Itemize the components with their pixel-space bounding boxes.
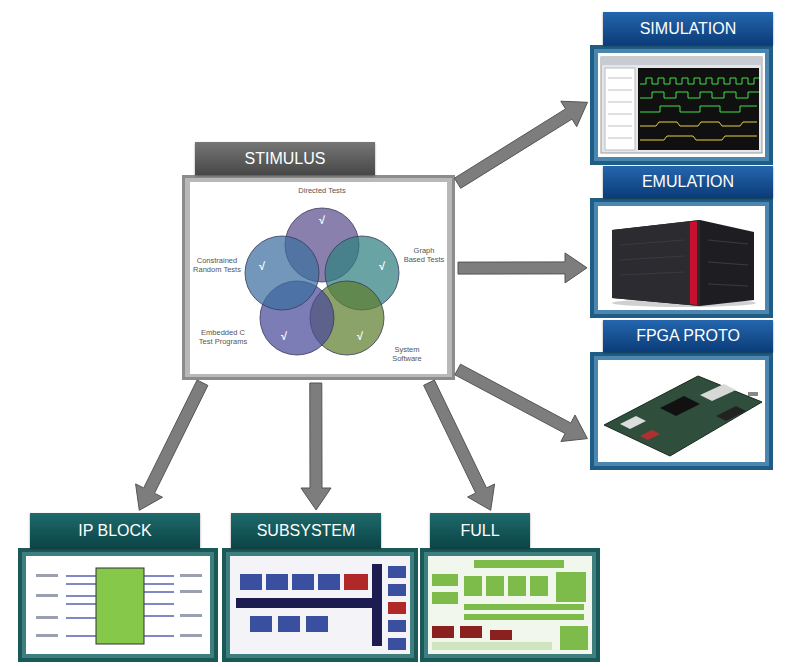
subsystem-frame	[222, 548, 418, 662]
venn-label: Directed Tests	[297, 186, 347, 195]
usb-stick	[748, 392, 758, 396]
platform-panel: EMULATION	[590, 166, 773, 318]
block-arrow	[455, 364, 588, 441]
frame-bevel	[22, 552, 214, 658]
frame-inner	[428, 556, 592, 654]
check-mark: √	[277, 330, 291, 343]
board-component	[640, 430, 660, 440]
system-bus	[236, 598, 376, 608]
bus-waveforms	[640, 122, 757, 140]
panel-header: STIMULUS	[195, 142, 375, 175]
window-toolbar	[601, 57, 762, 65]
platform-panel: FPGA PROTO	[590, 320, 773, 470]
frame-bevel	[185, 178, 452, 377]
check-mark: √	[353, 330, 367, 343]
chip-block-light	[432, 642, 552, 650]
wave-area	[638, 68, 759, 150]
frame-bevel	[594, 356, 769, 466]
cabinet-side	[612, 220, 700, 306]
waveform-window	[601, 57, 762, 153]
frame-outer	[18, 548, 218, 662]
venn-diagram	[245, 208, 399, 355]
frame-outer	[222, 548, 418, 662]
chip-blocks	[432, 560, 588, 650]
cabinet-vents	[620, 240, 748, 286]
bus-block-highlight	[388, 602, 406, 614]
panel-header: SUBSYSTEM	[231, 513, 381, 548]
frame-outer	[420, 548, 600, 662]
frame-bevel	[594, 202, 769, 314]
waveforms	[640, 78, 759, 112]
emulator-cabinet	[612, 220, 754, 306]
frame-outer	[590, 198, 773, 318]
panel-header: EMULATION	[603, 166, 773, 198]
frame-outer	[182, 175, 455, 380]
frame-outer	[590, 352, 773, 470]
frame-inner	[598, 53, 765, 157]
panel-header: FULL	[430, 513, 530, 548]
frame-inner	[598, 206, 765, 310]
venn-label: Constrained Random Tests	[193, 256, 241, 274]
venn-label: Embedded C Test Programs	[194, 328, 252, 346]
panel-header: SIMULATION	[603, 12, 773, 45]
platform-panel: SIMULATION	[590, 12, 773, 165]
chip-blocks-dark	[432, 626, 512, 640]
frame-inner	[26, 556, 210, 654]
frame-bevel	[226, 552, 414, 658]
frame-bevel	[424, 552, 596, 658]
board-connector	[620, 416, 646, 429]
level-panel: SUBSYSTEM	[222, 513, 418, 662]
fpga-board	[604, 376, 762, 456]
block-arrow	[301, 383, 331, 510]
block-arrow	[454, 101, 587, 188]
frame-inner	[190, 182, 447, 374]
venn-label: System Software	[384, 345, 430, 363]
ip-pins	[66, 576, 174, 636]
simulation-frame	[590, 45, 773, 165]
block-arrow	[136, 380, 208, 510]
frame-outer	[590, 45, 773, 165]
pin-name-marks	[36, 574, 202, 637]
peripheral-bus	[372, 564, 382, 646]
frame-inner	[598, 360, 765, 462]
cabinet-stripe	[690, 221, 697, 305]
block-arrow	[424, 380, 495, 510]
full-chip-frame	[420, 548, 600, 662]
check-mark: √	[375, 260, 389, 273]
emulation-frame	[590, 198, 773, 318]
venn-circle	[245, 236, 319, 310]
fpga-chip	[660, 396, 700, 416]
check-mark: √	[315, 214, 329, 227]
stimulus-frame	[182, 175, 455, 380]
board-component	[716, 406, 746, 421]
signal-list	[605, 68, 635, 150]
check-mark: √	[255, 260, 269, 273]
ip-core	[96, 568, 144, 644]
block-arrow	[458, 253, 587, 283]
fpga-frame	[590, 352, 773, 470]
ip-block-frame	[18, 548, 218, 662]
venn-label: Graph Based Tests	[402, 246, 446, 264]
signal-rows	[608, 78, 632, 138]
level-panel: IP BLOCK	[18, 513, 218, 662]
level-panel: FULL	[420, 513, 600, 662]
bus-blocks	[240, 566, 406, 650]
frame-inner	[230, 556, 410, 654]
panel-header: FPGA PROTO	[603, 320, 773, 352]
panel-header: IP BLOCK	[30, 513, 200, 548]
board-display	[700, 384, 736, 401]
frame-bevel	[594, 49, 769, 161]
bus-block-highlight	[344, 574, 368, 590]
